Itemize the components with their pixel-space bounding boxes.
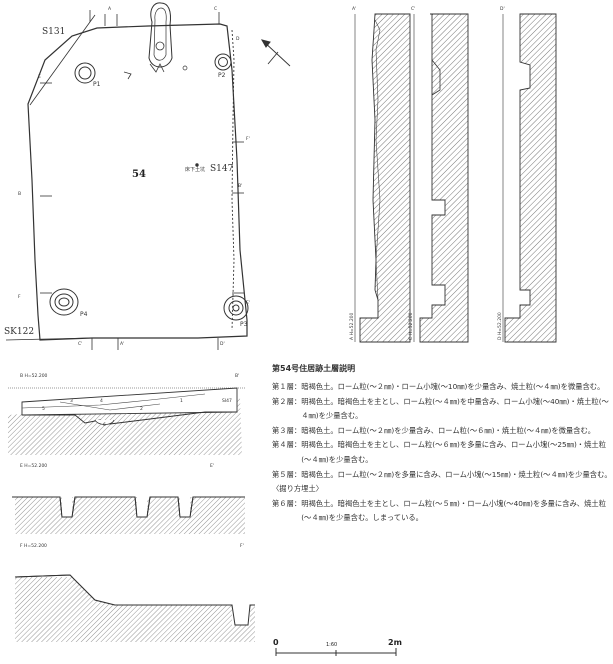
layer-number-2: 2 xyxy=(140,407,143,412)
layer-text: 暗褐色土。ローム粒(～２㎜)・ローム小塊(～10㎜)を少量含み、焼土粒(～４㎜)… xyxy=(301,382,605,391)
scale-bar xyxy=(275,648,397,656)
section-mark-b-right: B' xyxy=(238,184,243,189)
label-s147: S147 xyxy=(210,164,234,174)
hearth-stone xyxy=(155,41,165,51)
layer-text: 暗褐色土。ローム粒(～２㎜)を少量含み、ローム粒(～６㎜)・焼土粒(～４㎜)を微… xyxy=(301,425,596,435)
layer-text: 明褐色土。暗褐色土を主とし、ローム粒(～４㎜)を中量含み、ローム小塊(～40㎜)… xyxy=(301,396,609,421)
section-mark-e-left: E xyxy=(38,75,41,80)
section-mark-f-right: F' xyxy=(246,137,250,142)
layer-name: 第１層 xyxy=(272,382,294,391)
v-section-a-label: A H=52.200 xyxy=(350,312,355,340)
h-section-b-label: B H=52.200 xyxy=(20,374,48,379)
layer-separator: ： xyxy=(293,396,302,406)
pit-outline xyxy=(27,23,248,341)
horizontal-section-e xyxy=(12,480,245,534)
post-hole-p4 xyxy=(49,288,79,316)
horizontal-section-b xyxy=(8,387,245,455)
layer-list: 第１層：暗褐色土。ローム粒(～２㎜)・ローム小塊(～10㎜)を少量含み、焼土粒(… xyxy=(272,380,612,482)
h-section-f-end: F' xyxy=(240,544,244,549)
layer-entry: 第６層：明褐色土。暗褐色土を主とし、ローム粒(～５㎜)・ローム小塊(～40㎜)を… xyxy=(272,497,612,526)
vertical-section-a xyxy=(354,13,411,343)
layer-name: 第３層 xyxy=(272,425,294,435)
h-section-b-note: SI47 xyxy=(222,399,232,404)
layer-separator: ： xyxy=(293,382,302,391)
layer-entry: 第３層：暗褐色土。ローム粒(～２㎜)を少量含み、ローム粒(～６㎜)・焼土粒(～４… xyxy=(272,424,612,439)
section-mark-e-right: E' xyxy=(246,301,251,306)
h-section-b-end: B' xyxy=(235,374,240,379)
scale-start: 0 xyxy=(273,638,279,647)
scale-ratio: 1:60 xyxy=(326,642,338,648)
hearth-outline xyxy=(148,2,173,68)
v-section-d-top: D' xyxy=(500,7,505,12)
label-s131: S131 xyxy=(42,27,66,37)
pit-plan xyxy=(5,2,291,350)
layer-entry: 第１層：暗褐色土。ローム粒(～２㎜)・ローム小塊(～10㎜)を少量含み、焼土粒(… xyxy=(272,380,612,395)
layer-number-4: 4 xyxy=(100,399,103,404)
soil-layer-description: 第54号住居跡土層説明 第１層：暗褐色土。ローム粒(～２㎜)・ローム小塊(～10… xyxy=(272,363,612,526)
section-mark-b-left: B xyxy=(18,192,22,197)
s131-boundary xyxy=(29,14,96,106)
v-section-c-label: C H=52.200 xyxy=(409,312,414,340)
hearth-inner xyxy=(153,7,167,61)
layer-list-backfill: 第６層：明褐色土。暗褐色土を主とし、ローム粒(～５㎜)・ローム小塊(～40㎜)を… xyxy=(272,497,612,526)
vertical-section-c xyxy=(413,13,469,343)
layer-number-6: 6 xyxy=(103,423,106,428)
layer-entry: 第２層：明褐色土。暗褐色土を主とし、ローム粒(～４㎜)を中量含み、ローム小塊(～… xyxy=(272,395,612,424)
horizontal-section-f xyxy=(14,555,255,642)
section-mark-f-left: F xyxy=(18,295,21,300)
layer-name: 第６層 xyxy=(272,498,294,508)
description-subheading: 〈掘り方埋土〉 xyxy=(272,484,324,494)
layer-name: 第５層 xyxy=(272,469,294,479)
layer-entry: 第５層：暗褐色土。ローム粒(～２㎜)を多量に含み、ローム小塊(～15㎜)・焼土粒… xyxy=(272,468,612,483)
h-section-f-label: F H=52.200 xyxy=(20,544,47,549)
s147-boundary xyxy=(231,29,235,331)
north-arrow-icon xyxy=(260,39,291,67)
layer-number-3: 3 xyxy=(70,399,73,404)
layer-text: 暗褐色土。ローム粒(～２㎜)を多量に含み、ローム小塊(～15㎜)・焼土粒(～４㎜… xyxy=(301,469,612,479)
description-title: 第54号住居跡土層説明 xyxy=(272,364,356,373)
section-mark-a-top: A xyxy=(108,7,112,12)
label-p2: P2 xyxy=(218,72,226,79)
label-sk122: SK122 xyxy=(4,327,35,337)
layer-text: 明褐色土。暗褐色土を主とし、ローム粒(～５㎜)・ローム小塊(～40㎜)を多量に含… xyxy=(301,498,606,523)
layer-text: 明褐色土。暗褐色土を主とし、ローム粒(～６㎜)を多量に含み、ローム小塊(～25㎜… xyxy=(301,440,606,464)
hearth-stones xyxy=(149,63,165,73)
layer-entry: 第４層：明褐色土。暗褐色土を主とし、ローム粒(～６㎜)を多量に含み、ローム小塊(… xyxy=(272,438,612,467)
pit-number: 54 xyxy=(132,169,146,180)
layer-number-1: 1 xyxy=(180,399,183,404)
layer-name: 第２層 xyxy=(272,396,294,406)
section-mark-c-top: C xyxy=(214,7,218,12)
layer-separator: ： xyxy=(293,469,302,479)
floor-pit-note: 床下土坑 xyxy=(185,167,206,173)
section-mark-d-bottom: D' xyxy=(220,342,225,347)
v-section-a-top: A' xyxy=(352,7,357,12)
scale-end: 2m xyxy=(388,638,402,647)
section-mark-c-bottom: C' xyxy=(78,342,83,347)
post-hole-p3 xyxy=(223,295,249,321)
vertical-section-d xyxy=(502,13,557,343)
v-section-d-label: D H=52.200 xyxy=(498,312,503,340)
layer-separator: ： xyxy=(293,440,302,450)
post-hole-p1 xyxy=(74,62,96,84)
h-section-e-label: E H=52.200 xyxy=(20,464,48,469)
layer-separator: ： xyxy=(293,498,302,508)
label-p4: P4 xyxy=(80,311,88,318)
layer-number-5: 5 xyxy=(42,407,45,412)
layer-separator: ： xyxy=(293,425,302,435)
section-mark-a-bottom: A' xyxy=(120,342,125,347)
v-section-c-top: C' xyxy=(411,7,416,12)
hearth-stones-2 xyxy=(123,71,132,80)
layer-name: 第４層 xyxy=(272,440,294,450)
sk122-boundary xyxy=(5,337,91,341)
label-p3: P3 xyxy=(240,321,248,328)
h-section-e-end: E' xyxy=(210,464,215,469)
post-hole-p2 xyxy=(214,53,232,71)
section-mark-d-top: D xyxy=(236,37,240,42)
label-p1: P1 xyxy=(93,81,101,88)
